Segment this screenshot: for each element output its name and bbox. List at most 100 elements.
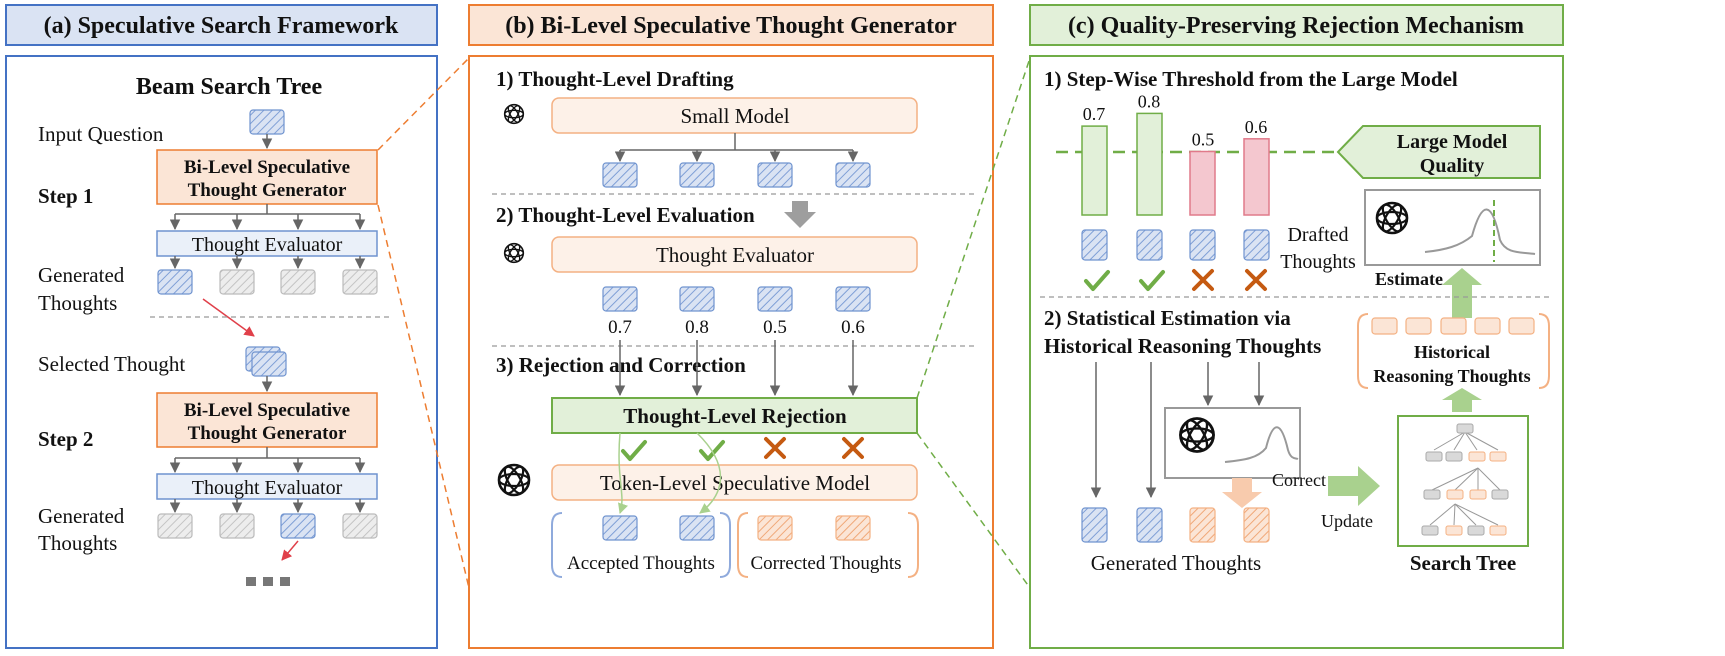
evaluator-box-b bbox=[551, 236, 918, 273]
token-model-label: Token-Level Speculative Model bbox=[600, 471, 870, 495]
eval-thought bbox=[679, 286, 715, 312]
evaluator-1-label: Thought Evaluator bbox=[192, 234, 343, 256]
threshold-heading: 1) Step-Wise Threshold from the Large Mo… bbox=[1044, 67, 1458, 91]
quality-bar bbox=[1136, 112, 1163, 216]
search-tree-nodes bbox=[1421, 423, 1509, 536]
generated-2-line2: Thoughts bbox=[38, 531, 117, 555]
zoom-line bbox=[377, 204, 470, 589]
draft-thought bbox=[602, 162, 638, 188]
quality-bar bbox=[1189, 150, 1216, 216]
accepted-label: Accepted Thoughts bbox=[567, 553, 715, 574]
panel-b: (b) Bi-Level Speculative Thought Generat… bbox=[468, 4, 994, 649]
generated-2-line1: Generated bbox=[38, 504, 125, 528]
history-thought bbox=[1508, 317, 1535, 335]
thought bbox=[157, 269, 193, 295]
bar-value-label: 0.5 bbox=[1192, 130, 1215, 150]
panel-b-title-box bbox=[468, 4, 994, 46]
eval-thought bbox=[602, 286, 638, 312]
historical-line1: Historical bbox=[1414, 342, 1490, 362]
stat-heading-line2: Historical Reasoning Thoughts bbox=[1044, 334, 1321, 358]
score-label: 0.8 bbox=[685, 317, 709, 338]
drafted-thought bbox=[1136, 229, 1163, 261]
up-arrow-icon bbox=[1442, 388, 1482, 412]
rejection-heading: 3) Rejection and Correction bbox=[496, 353, 746, 377]
evaluator-2-label: Thought Evaluator bbox=[192, 477, 343, 499]
eval-thought bbox=[757, 286, 793, 312]
rejection-box bbox=[551, 397, 918, 434]
panel-a: (a) Speculative Search Framework Beam Se… bbox=[5, 4, 438, 649]
accepted-thought bbox=[679, 515, 715, 541]
generated-thought bbox=[1081, 507, 1108, 543]
rejection-box-label: Thought-Level Rejection bbox=[623, 404, 847, 428]
large-model-quality-tag bbox=[1336, 125, 1541, 179]
history-thought bbox=[1440, 317, 1467, 335]
search-tree-label: Search Tree bbox=[1410, 551, 1516, 575]
selected-thought-label: Selected Thought bbox=[38, 352, 185, 376]
ellipsis-dot bbox=[263, 577, 273, 586]
zoom-line bbox=[377, 57, 470, 151]
tree-title: Beam Search Tree bbox=[136, 74, 323, 100]
large-model-line1: Large Model bbox=[1397, 131, 1508, 153]
distribution-curve-icon bbox=[1224, 426, 1299, 463]
large-model-line2: Quality bbox=[1420, 155, 1484, 177]
input-thought bbox=[249, 109, 285, 135]
selection-arrow bbox=[202, 298, 255, 337]
distribution-box-bottom bbox=[1164, 407, 1301, 479]
correct-label: Correct bbox=[1272, 470, 1326, 490]
search-tree-icon bbox=[1429, 431, 1501, 526]
generator-2-line1: Bi-Level Speculative bbox=[184, 400, 350, 421]
thought bbox=[342, 269, 378, 295]
generated-thought bbox=[1136, 507, 1163, 543]
generator-1-line1: Bi-Level Speculative bbox=[184, 157, 350, 178]
evaluator-b-label: Thought Evaluator bbox=[656, 243, 814, 267]
generator-box-2 bbox=[156, 392, 378, 448]
evaluator-box-1 bbox=[156, 230, 378, 257]
input-question-label: Input Question bbox=[38, 122, 164, 146]
generated-thought bbox=[1243, 507, 1270, 543]
generator-2-line2: Thought Generator bbox=[188, 423, 347, 444]
drafted-line1: Drafted bbox=[1287, 224, 1348, 246]
search-tree-box bbox=[1397, 415, 1529, 547]
ellipsis-dot bbox=[280, 577, 290, 586]
history-thought bbox=[1405, 317, 1432, 335]
token-model-box bbox=[551, 464, 918, 501]
drafted-thought bbox=[1189, 229, 1216, 261]
eval-thought bbox=[835, 286, 871, 312]
draft-thought bbox=[757, 162, 793, 188]
accepted-thought bbox=[602, 515, 638, 541]
panel-a-title: (a) Speculative Search Framework bbox=[44, 13, 399, 39]
estimate-label: Estimate bbox=[1375, 269, 1443, 289]
draft-thought bbox=[679, 162, 715, 188]
small-model-label: Small Model bbox=[680, 104, 789, 128]
score-label: 0.7 bbox=[608, 317, 632, 338]
corrected-thought bbox=[835, 515, 871, 541]
drafted-thought bbox=[1081, 229, 1108, 261]
score-label: 0.5 bbox=[763, 317, 787, 338]
quality-bar bbox=[1243, 138, 1270, 216]
distribution-curve-icon bbox=[1424, 208, 1536, 255]
right-arrow-icon bbox=[1328, 466, 1380, 506]
generated-1-line1: Generated bbox=[38, 263, 125, 287]
corrected-thought bbox=[757, 515, 793, 541]
corrected-label: Corrected Thoughts bbox=[750, 553, 901, 574]
selected-thought bbox=[251, 351, 287, 377]
generated-thoughts-label: Generated Thoughts bbox=[1091, 551, 1261, 575]
panel-a-title-box bbox=[5, 4, 438, 46]
panel-c-title-box bbox=[1029, 4, 1564, 46]
drafted-line2: Thoughts bbox=[1280, 251, 1356, 273]
bar-value-label: 0.6 bbox=[1245, 117, 1268, 137]
thought bbox=[219, 513, 255, 539]
drafting-heading: 1) Thought-Level Drafting bbox=[496, 67, 734, 91]
down-arrow-icon bbox=[1222, 478, 1262, 508]
thought bbox=[342, 513, 378, 539]
thought bbox=[280, 513, 316, 539]
stat-heading-line1: 2) Statistical Estimation via bbox=[1044, 306, 1291, 330]
evaluation-heading: 2) Thought-Level Evaluation bbox=[496, 203, 755, 227]
historical-line2: Reasoning Thoughts bbox=[1373, 366, 1530, 386]
bar-value-label: 0.7 bbox=[1083, 104, 1106, 124]
panel-c: (c) Quality-Preserving Rejection Mechani… bbox=[1029, 4, 1564, 649]
thought bbox=[219, 269, 255, 295]
update-label: Update bbox=[1321, 511, 1373, 531]
generated-1-line2: Thoughts bbox=[38, 291, 117, 315]
